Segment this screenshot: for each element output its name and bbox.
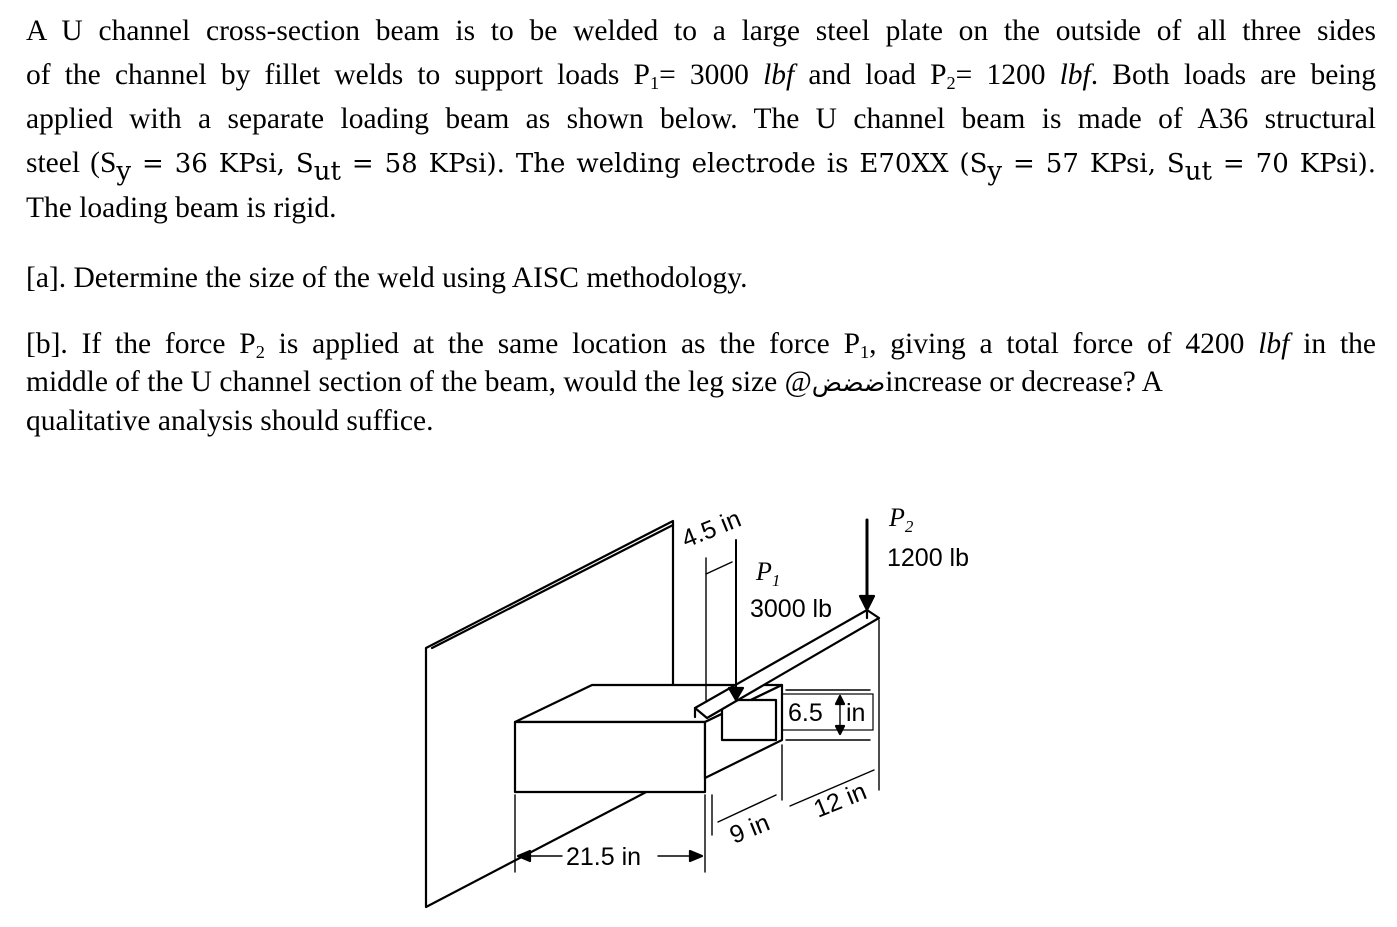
p2-arrow-head: [858, 594, 876, 612]
problem-paragraph-3: [b]. If the force P2 is applied at the s…: [26, 325, 1376, 440]
p1-line-3: applied with a separate loading beam as …: [26, 103, 1376, 135]
p3-l1e: , giving a total force of 4200: [869, 328, 1259, 360]
p3-l1a: [b]. If the force P: [26, 328, 256, 360]
p3-sub-2: 2: [255, 342, 265, 363]
p1-l4c: = 36 KPsi, S: [131, 149, 314, 179]
dim-215-label: 21.5 in: [566, 843, 641, 871]
p1-sub-ut-2: ut: [1184, 156, 1212, 187]
p1-l2c: = 3000: [659, 59, 764, 91]
problem-paragraph-1: A U channel cross-section beam is to be …: [26, 9, 1376, 230]
p1-l2g: = 1200: [955, 59, 1060, 91]
p2-label: P2: [888, 503, 914, 536]
p1-line-5: The loading beam is rigid.: [26, 192, 337, 224]
p1-sub-y-2: y: [987, 156, 1003, 187]
dim-65-box: [781, 693, 874, 731]
dim-9-line: [717, 794, 777, 823]
p1-sub-ut-1: ut: [313, 156, 341, 187]
p3-l2a: middle of the U channel section of the b…: [26, 366, 812, 398]
p1-line-2: of the channel by fillet welds to suppor…: [26, 53, 1376, 97]
dim-215-arrow-left: [516, 849, 532, 863]
p3-l1c: is applied at the same location as the f…: [264, 328, 860, 360]
p1-l4i: = 70 KPsi).: [1211, 149, 1376, 179]
p1-label: P1: [755, 557, 780, 590]
p3-arabic-text: ضضض: [811, 368, 886, 397]
p3-unit-lbf: lbf: [1258, 328, 1290, 360]
p3-line-1: [b]. If the force P2 is applied at the s…: [26, 325, 1376, 363]
p1-value-label: 3000 lb: [750, 595, 832, 623]
p1-unit-lbf-1: lbf: [763, 59, 795, 91]
p1-sub-1: 1: [649, 73, 660, 94]
p1-l2i: . Both loads are being: [1090, 59, 1376, 91]
steel-plate-edge: [430, 523, 675, 650]
dim-65-label: 6.5: [788, 699, 823, 727]
dim-215-arrow-right: [688, 849, 704, 863]
p1-l2a: of the channel by fillet welds to suppor…: [26, 59, 650, 91]
p1-l4a: steel (S: [26, 147, 117, 179]
p3-sub-1: 1: [859, 342, 870, 363]
p1-unit-lbf-2: lbf: [1059, 59, 1091, 91]
problem-paragraph-2: [a]. Determine the size of the weld usin…: [26, 256, 1376, 300]
p3-line-2: middle of the U channel section of the b…: [26, 363, 1376, 402]
p1-l4g: = 57 KPsi, S: [1002, 149, 1185, 179]
p1-l2e: and load P: [794, 59, 947, 91]
p1-sub-y-1: y: [116, 156, 132, 187]
p3-l1g: in the: [1289, 328, 1376, 360]
p2-value-label: 1200 lb: [887, 544, 969, 572]
p2-line-1: [a]. Determine the size of the weld usin…: [26, 262, 748, 294]
dim-65-unit: in: [846, 699, 865, 727]
p3-line-3: qualitative analysis should suffice.: [26, 405, 434, 437]
dim-45-label: 4.5 in: [678, 505, 745, 554]
channel-front-face: [513, 720, 707, 794]
p1-sub-2: 2: [946, 73, 956, 94]
p1-line-1: A U channel cross-section beam is to be …: [26, 15, 1376, 47]
dim-12-line: [789, 769, 875, 807]
p1-arrow-head: [727, 686, 745, 702]
p1-l4e: = 58 KPsi). The welding electrode is E70…: [340, 149, 988, 179]
p1-line-4: steel (Sy = 36 KPsi, Sut = 58 KPsi). The…: [26, 141, 1376, 186]
dim-65-arrow-up: [834, 694, 846, 706]
dim-45-line: [705, 561, 733, 575]
channel-inner-opening: [720, 698, 778, 742]
p3-l2c: increase or decrease? A: [885, 366, 1163, 398]
